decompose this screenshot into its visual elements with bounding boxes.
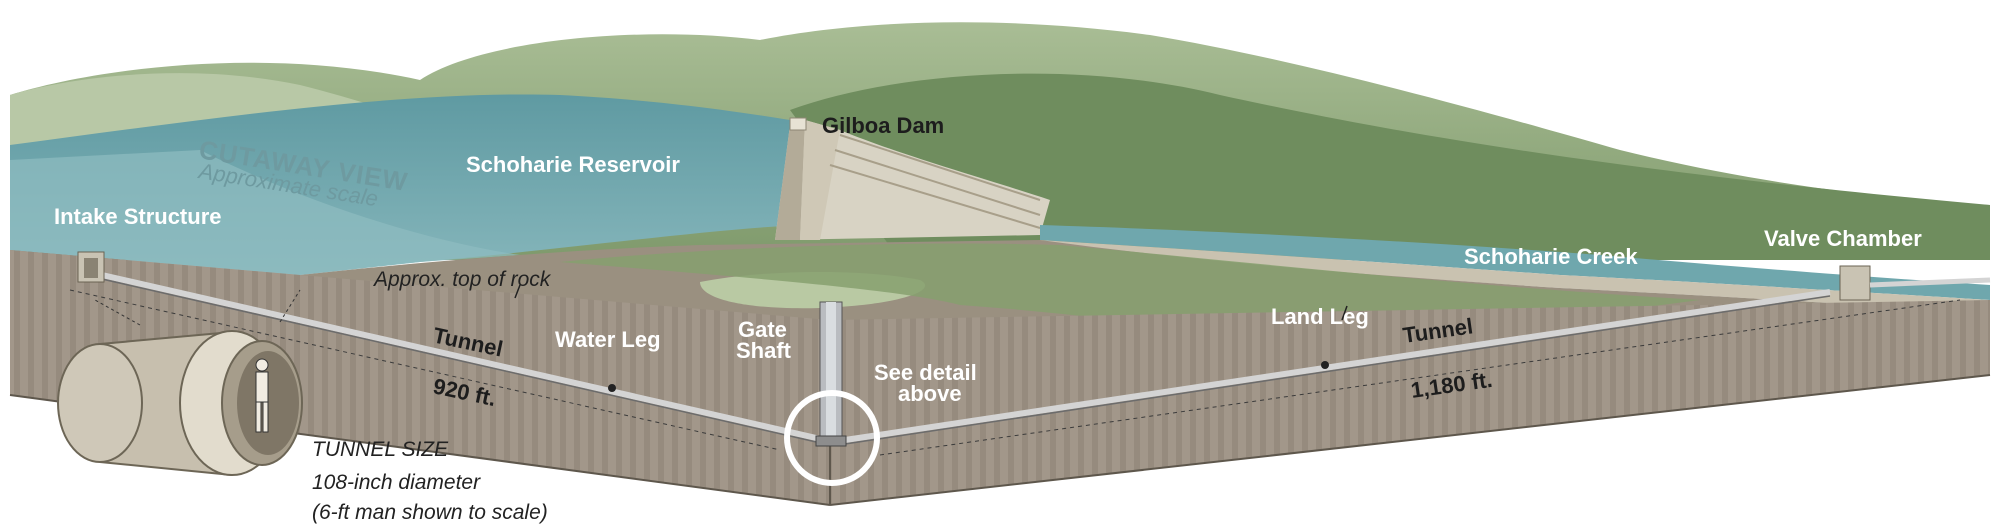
tunnel-size-line2: (6-ft man shown to scale) <box>312 501 548 524</box>
label-water-leg: Water Leg <box>555 327 661 352</box>
label-land-leg: Land Leg <box>1271 304 1369 329</box>
tunnel-size-title: TUNNEL SIZE <box>312 438 449 461</box>
label-schoharie-creek: Schoharie Creek <box>1464 244 1638 269</box>
label-approx-top-of-rock: Approx. top of rock <box>372 268 552 291</box>
top-of-rock-leader <box>514 284 521 299</box>
tunnel-size-line1: 108-inch diameter <box>312 471 481 494</box>
label-see-detail-2: above <box>898 381 962 406</box>
label-gate-shaft-2: Shaft <box>736 338 792 363</box>
detail-circle <box>784 390 880 486</box>
label-gilboa-dam: Gilboa Dam <box>822 113 944 138</box>
tunnel-lines <box>69 267 1961 456</box>
man-figure <box>255 358 269 433</box>
gate-shaft <box>815 301 847 447</box>
label-see-detail-1: See detail <box>874 360 977 385</box>
valve-chamber <box>1839 265 1991 301</box>
label-valve-chamber: Valve Chamber <box>1764 226 1922 251</box>
schoharie-creek <box>1040 225 1990 300</box>
block-edge-right <box>829 374 1991 506</box>
creek-bank <box>1040 240 1990 312</box>
right-hill <box>790 73 1990 260</box>
cross-section-left <box>10 250 830 505</box>
intake-structure <box>77 251 105 283</box>
label-intake-structure: Intake Structure <box>54 204 222 229</box>
gilboa-dam <box>775 117 1050 240</box>
land-leg-leader <box>1341 305 1348 321</box>
label-gate-shaft-1: Gate <box>738 317 787 342</box>
label-schoharie-reservoir: Schoharie Reservoir <box>466 152 680 177</box>
tunnel-size-illustration <box>57 289 303 476</box>
cross-section-right <box>830 300 1990 505</box>
reservoir-front <box>10 150 520 275</box>
